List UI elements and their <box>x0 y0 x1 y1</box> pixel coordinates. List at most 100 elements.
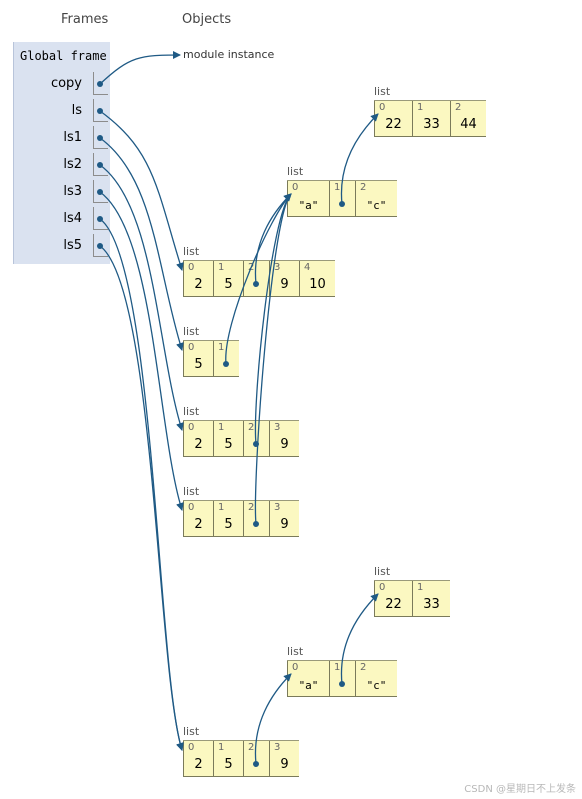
cell-index: 0 <box>188 502 195 513</box>
list-type-label: list <box>183 725 200 738</box>
pointer-arrow <box>99 164 184 431</box>
cell-index: 0 <box>188 742 195 753</box>
list-cell: 2 "c" <box>355 661 397 697</box>
cell-index: 0 <box>188 342 195 353</box>
cell-value: 2 <box>194 437 203 452</box>
var-label-ls4: ls4 <box>63 211 82 226</box>
var-label-ls: ls <box>71 103 82 118</box>
cell-value: 5 <box>224 757 233 772</box>
cell-index: 2 <box>248 502 255 513</box>
cell-value: 5 <box>224 517 233 532</box>
cell-value: "a" <box>298 679 319 692</box>
var-label-copy: copy <box>50 76 82 91</box>
cell-index: 0 <box>379 102 386 113</box>
cell-value: 2 <box>194 757 203 772</box>
watermark: CSDN @星期日不上发条 <box>464 784 576 795</box>
var-slot-copy <box>93 72 108 95</box>
pointer-arrow <box>225 193 292 365</box>
cell-value: 9 <box>280 277 289 292</box>
cell-value: 44 <box>460 117 477 132</box>
pointer-dot <box>253 521 259 527</box>
var-slot-ls5 <box>93 234 108 257</box>
list-type-label: list <box>183 485 200 498</box>
pointer-arrow <box>254 193 292 525</box>
cell-value: "a" <box>298 199 319 212</box>
list-object-l4: 0 5 1 <box>183 340 239 377</box>
cell-index: 1 <box>417 582 424 593</box>
list-type-label: list <box>183 325 200 338</box>
cell-value: 5 <box>224 277 233 292</box>
cell-index: 1 <box>218 502 225 513</box>
pointer-arrow <box>340 593 379 685</box>
pointer-dot <box>253 761 259 767</box>
cell-index: 2 <box>248 742 255 753</box>
cell-index: 2 <box>455 102 462 113</box>
var-label-ls5: ls5 <box>63 238 82 253</box>
cell-value: 22 <box>385 117 402 132</box>
module-instance-label: module instance <box>183 48 275 61</box>
cell-index: 3 <box>274 502 281 513</box>
list-type-label: list <box>374 565 391 578</box>
cell-index: 0 <box>188 262 195 273</box>
cell-value: 2 <box>194 517 203 532</box>
cell-value: 2 <box>194 277 203 292</box>
cell-value: 5 <box>224 437 233 452</box>
cell-value: 5 <box>194 357 203 372</box>
var-label-ls3: ls3 <box>63 184 82 199</box>
cell-index: 3 <box>274 262 281 273</box>
list-type-label: list <box>374 85 391 98</box>
cell-value: 33 <box>423 117 440 132</box>
pointer-arrow <box>254 673 292 765</box>
cell-index: 1 <box>218 422 225 433</box>
frame-title: Global frame <box>20 49 107 63</box>
cell-value: 10 <box>309 277 326 292</box>
cell-index: 1 <box>417 102 424 113</box>
cell-value: 33 <box>423 597 440 612</box>
var-slot-ls4 <box>93 207 108 230</box>
cell-index: 4 <box>304 262 311 273</box>
cell-index: 2 <box>360 182 367 193</box>
cell-index: 1 <box>334 182 341 193</box>
pointer-arrow <box>99 110 184 271</box>
cell-index: 0 <box>292 662 299 673</box>
cell-value: 9 <box>280 517 289 532</box>
pointer-arrow-module <box>99 51 181 85</box>
cell-value: 9 <box>280 437 289 452</box>
cell-value: 9 <box>280 757 289 772</box>
cell-index: 2 <box>360 662 367 673</box>
var-slot-ls3 <box>93 180 108 203</box>
pointer-arrow <box>99 137 184 351</box>
cell-index: 3 <box>274 422 281 433</box>
cell-index: 0 <box>292 182 299 193</box>
cell-value: 22 <box>385 597 402 612</box>
list-type-label: list <box>287 645 304 658</box>
list-type-label: list <box>287 165 304 178</box>
cell-value: "c" <box>366 679 387 692</box>
cell-index: 1 <box>218 342 225 353</box>
pointer-arrow <box>340 113 379 205</box>
cell-index: 1 <box>218 262 225 273</box>
pointer-arrow <box>99 191 184 511</box>
